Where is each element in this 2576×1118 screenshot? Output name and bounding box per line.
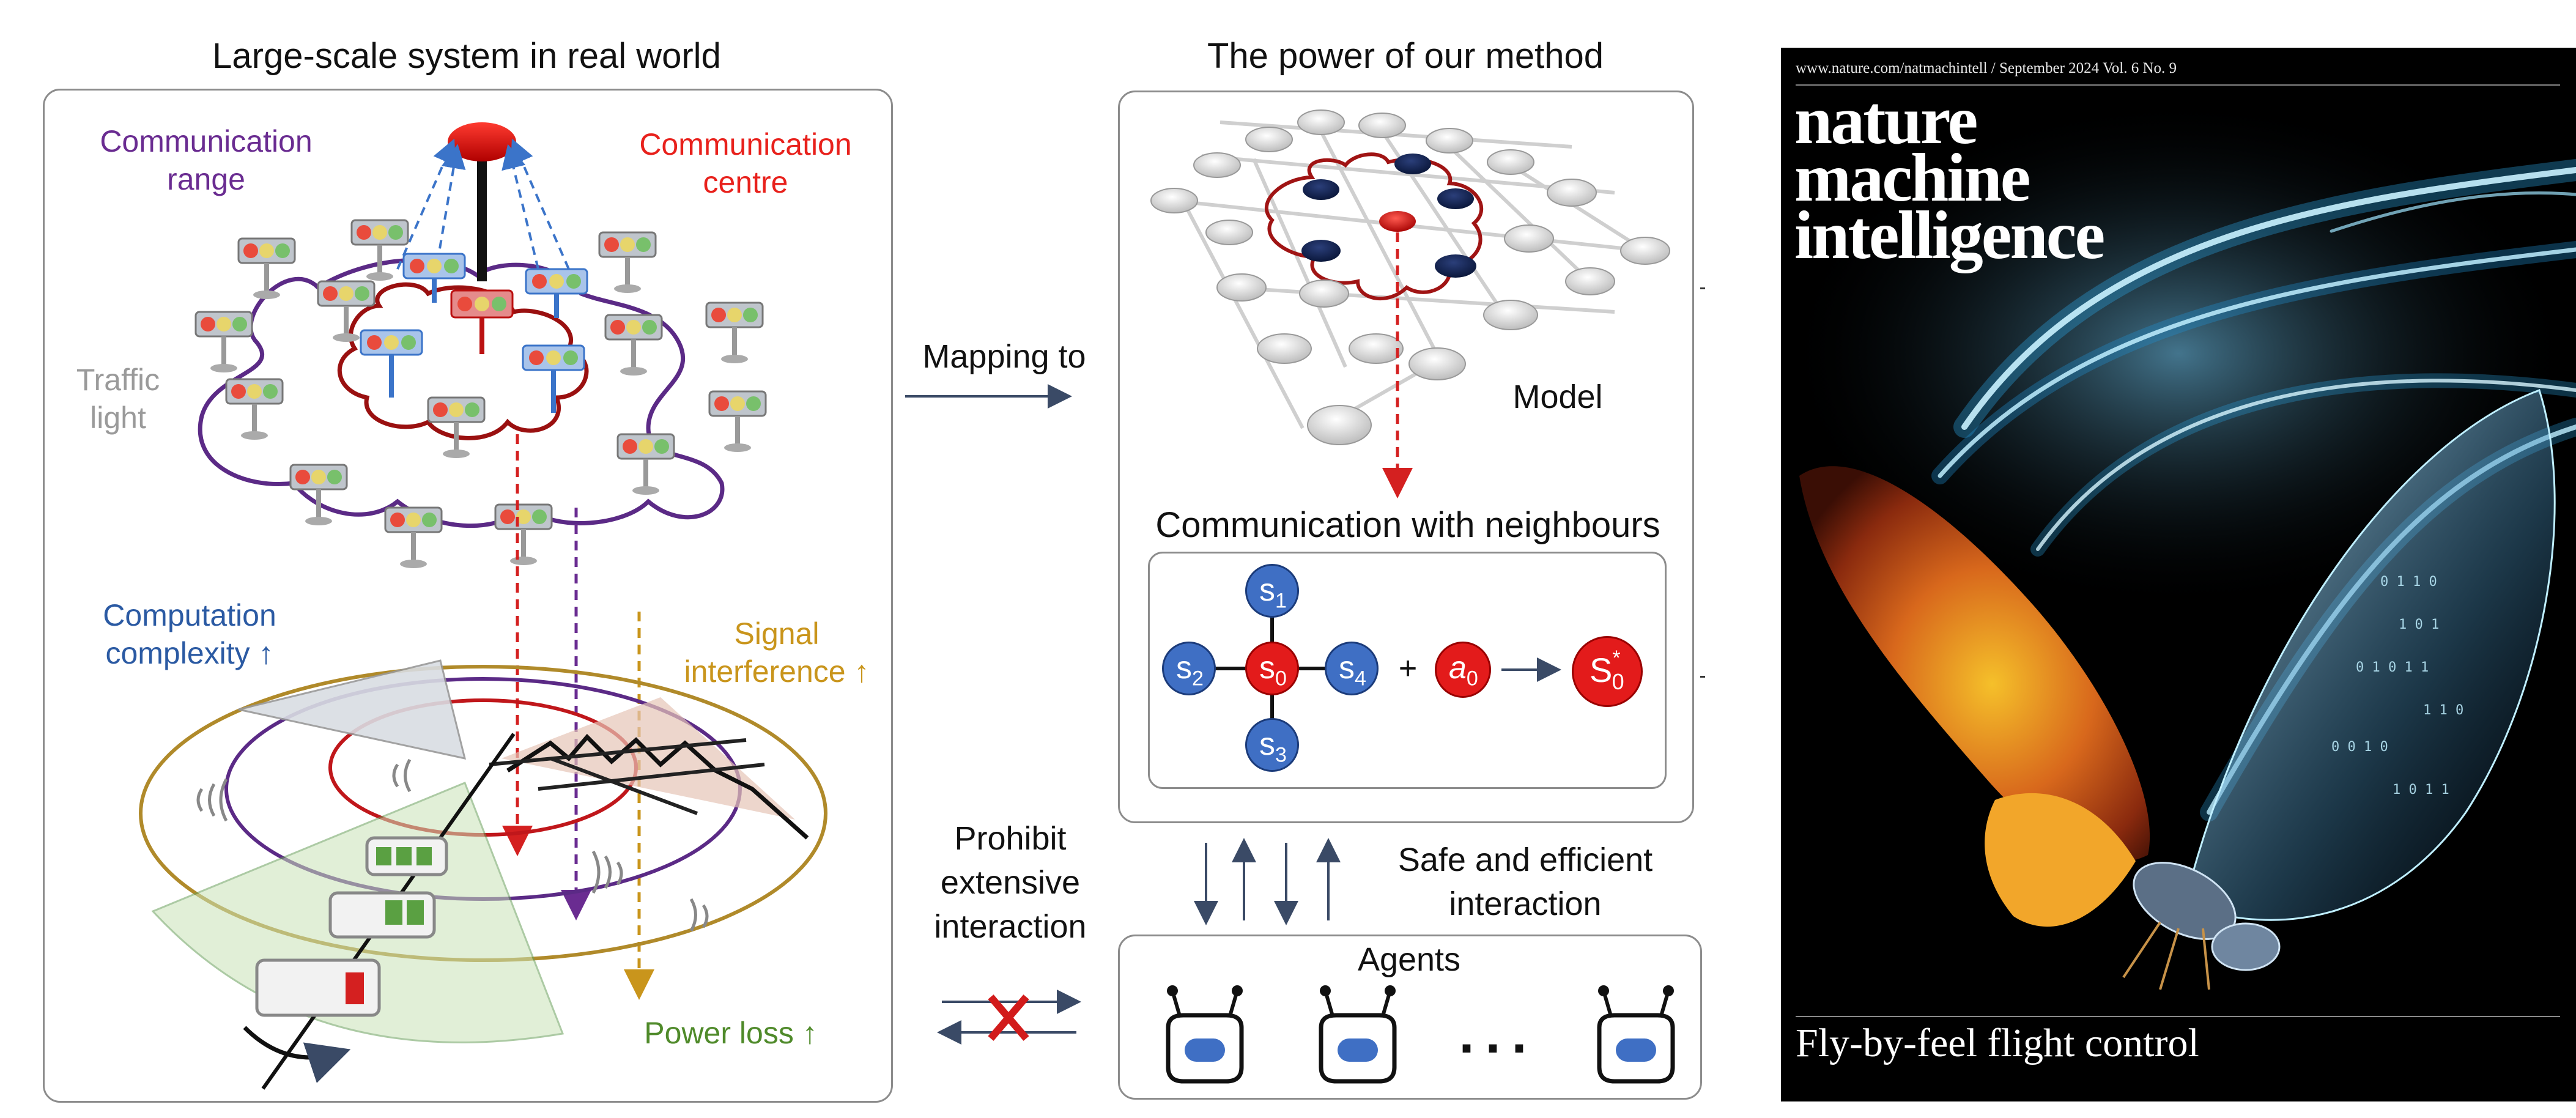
svg-text:0 0 1 0: 0 0 1 0 (2331, 739, 2388, 755)
cover-header: www.nature.com/natmachintell / September… (1796, 60, 2177, 76)
cover-header-rule (1796, 84, 2560, 86)
node-s0: s0 (1245, 642, 1299, 695)
plus-sign: + (1398, 651, 1418, 686)
model-label: Model (1512, 379, 1603, 415)
cover-tagline: Fly-by-feel flight control (1796, 1021, 2199, 1065)
svg-text:1 0 1: 1 0 1 (2399, 617, 2439, 632)
coverage-disc-illustration (139, 659, 827, 1090)
node-s3: s3 (1245, 718, 1299, 772)
left-panel-title: Large-scale system in real world (212, 36, 721, 76)
robot-icon-1 (1166, 985, 1244, 1084)
tick-mark (1700, 287, 1705, 289)
node-s2: s2 (1162, 642, 1216, 695)
svg-text:1 0 1 1: 1 0 1 1 (2393, 782, 2449, 798)
node-s0-updated: S*0 (1572, 636, 1643, 707)
cover-artwork: 0 1 1 0 1 0 1 0 1 0 1 1 1 1 0 0 0 1 0 1 0 1 … (1781, 97, 2576, 990)
journal-cover: 0 1 1 0 1 0 1 0 1 0 1 1 1 1 0 0 0 1 0 1 0 1 … (1781, 48, 2576, 1101)
mapping-to-label: Mapping to (922, 338, 1086, 375)
robot-icon-2 (1319, 985, 1397, 1084)
node-s1: s1 (1245, 564, 1299, 618)
cross-icon (988, 994, 1029, 1041)
power-loss-label: Power loss ↑ (644, 1016, 818, 1050)
svg-text:0 1 0 1 1: 0 1 0 1 1 (2356, 660, 2429, 675)
cover-footer-rule (1796, 1016, 2560, 1017)
method-panel-title: The power of our method (1207, 36, 1604, 76)
tick-mark (1700, 676, 1705, 678)
robot-icon-3 (1597, 985, 1675, 1084)
svg-text:0 1 1 0: 0 1 1 0 (2380, 574, 2437, 590)
traffic-light-icons (194, 219, 767, 568)
svg-text:1 1 0: 1 1 0 (2423, 703, 2463, 718)
communication-with-neighbours-label: Communication with neighbours (1155, 505, 1660, 545)
node-s4: s4 (1325, 642, 1379, 695)
agents-label: Agents (1357, 941, 1461, 978)
agents-ellipsis: ... (1459, 1004, 1538, 1065)
node-a0: a0 (1435, 642, 1491, 698)
